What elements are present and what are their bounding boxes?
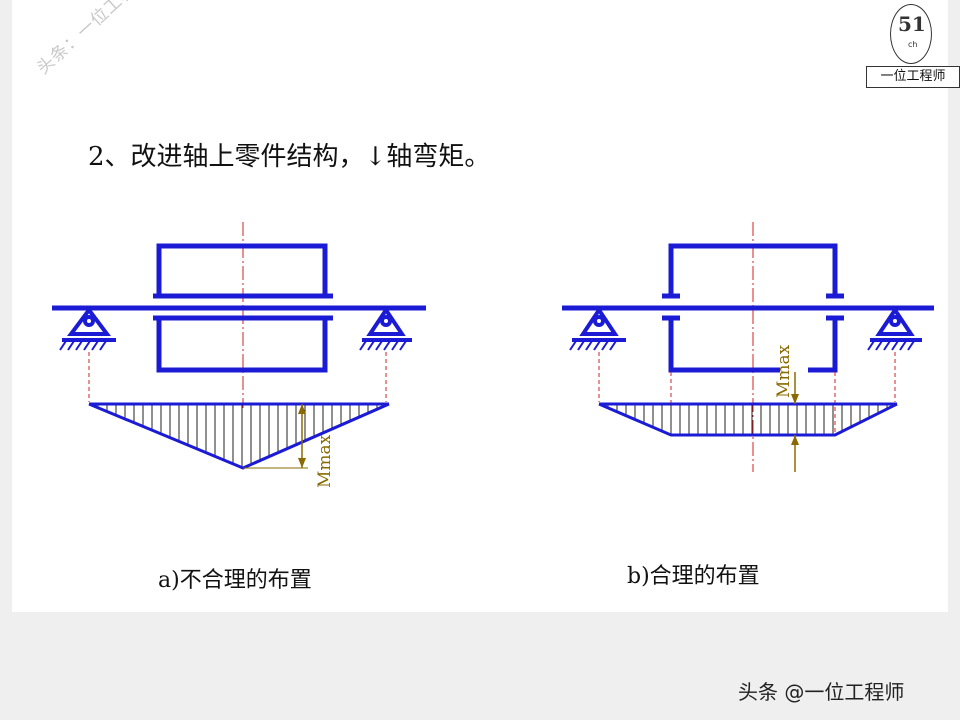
logo-caption: 一位工程师 (866, 66, 960, 88)
moment-diagram-b (598, 402, 898, 437)
support-right-a-hatch (359, 340, 407, 351)
mmax-arrow-top-b (791, 394, 799, 404)
logo-circle (890, 4, 932, 64)
moment-hatching-a (97, 404, 387, 468)
support-left-b (572, 306, 626, 342)
support-left-b-hatch (569, 340, 617, 351)
caption-b: b)合理的布置 (627, 564, 760, 589)
caption-a: a)不合理的布置 (158, 568, 312, 593)
support-left-a-hatch (59, 340, 107, 351)
support-right-a (362, 306, 412, 342)
mmax-label-a: Mmax (315, 434, 335, 488)
hub-b (662, 243, 844, 373)
page-title: 2、改进轴上零件结构，↓轴弯矩。 (88, 142, 491, 172)
hub-a (153, 243, 333, 373)
diagram-a: Mmax (52, 222, 426, 488)
support-right-b (870, 306, 922, 342)
footer-attribution: 头条 @一位工程师 (738, 680, 905, 704)
mmax-arrow-bottom-a (298, 458, 306, 468)
diagram-b: Mmax (562, 222, 934, 472)
support-right-b-hatch (867, 340, 915, 351)
mmax-label-b: Mmax (774, 344, 794, 398)
logo-mark: 51 (898, 12, 926, 36)
support-left-a (62, 306, 116, 342)
moment-hatching-b (607, 404, 897, 435)
mmax-arrow-bottom-b (791, 435, 799, 445)
mmax-arrow-top-a (298, 404, 306, 414)
logo-tiny-text: ch (908, 40, 918, 49)
